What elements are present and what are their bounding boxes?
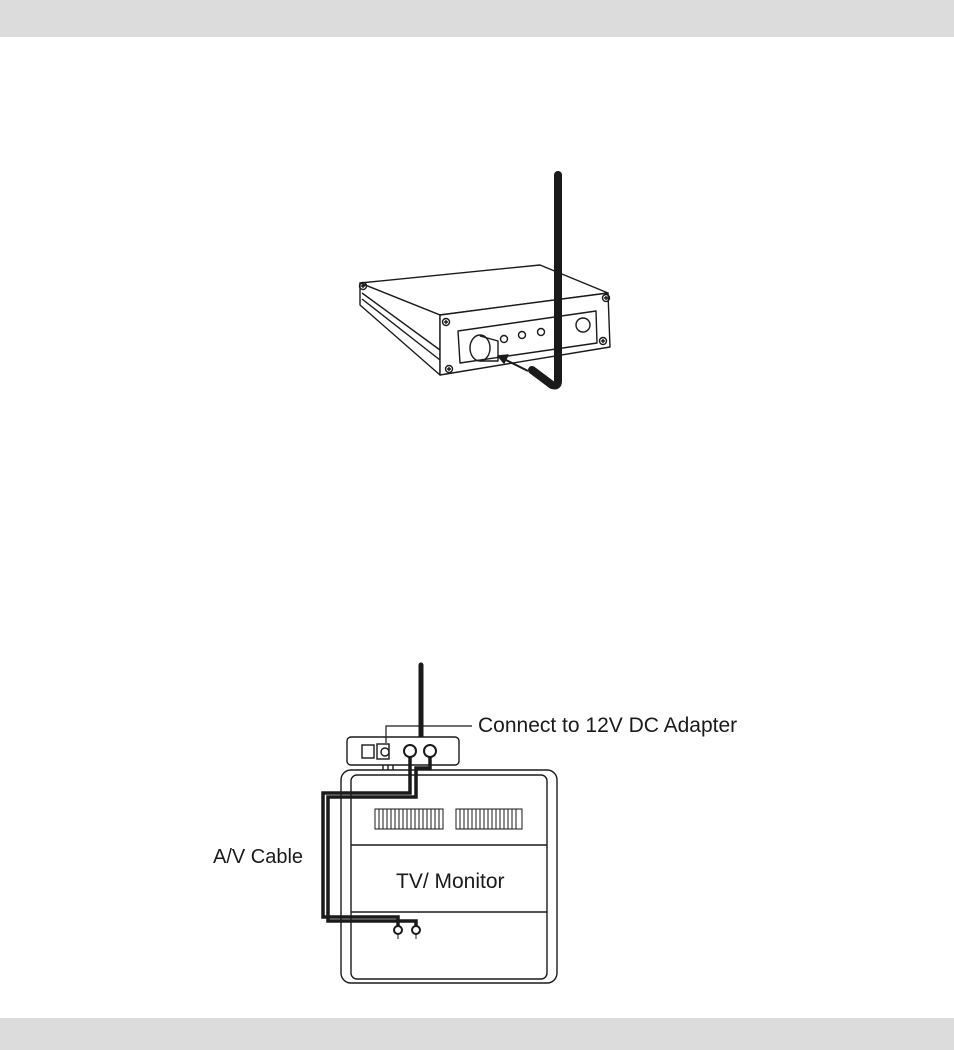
footer-band [0, 1018, 954, 1050]
av-cable-label: A/V Cable [213, 846, 303, 869]
tv-monitor-label: TV/ Monitor [396, 870, 505, 894]
adapter-label: Connect to 12V DC Adapter [478, 714, 737, 738]
connection-diagram [200, 655, 800, 990]
header-band [0, 0, 954, 37]
receiver-figure [340, 165, 630, 390]
